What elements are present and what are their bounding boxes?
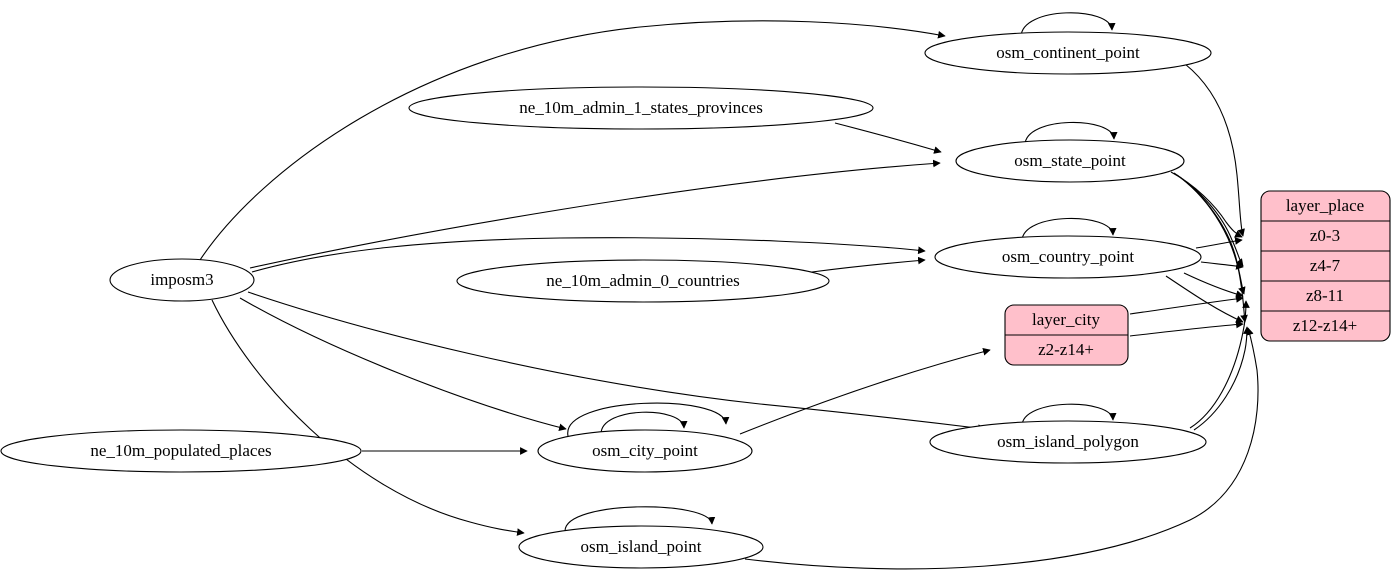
edge-self-loop-osm-country-point [1021, 217, 1117, 242]
node-ne-10m-admin-0-countries[interactable]: ne_10m_admin_0_countries [456, 259, 830, 303]
record-layer: layer_place z0-3 z4-7 z8-11 z12-z14+ lay… [1004, 190, 1391, 366]
node-osm-city-point-label: osm_city_point [592, 441, 698, 460]
node-ne-states-label: ne_10m_admin_1_states_provinces [519, 98, 763, 117]
node-ne-countries-shape[interactable] [456, 259, 830, 303]
edge-osm-country-point-to-layer-place-z0-3 [1195, 237, 1243, 249]
record-layer-city[interactable]: layer_city z2-z14+ [1004, 304, 1129, 366]
node-osm-continent-point[interactable]: osm_continent_point [924, 31, 1212, 75]
edge-imposm3-to-osm-island-polygon [247, 291, 986, 432]
edge-osm-state-point-to-layer-place-z0-3 [1170, 171, 1243, 238]
node-osm-island-polygon[interactable]: osm_island_polygon [929, 420, 1207, 464]
edge-self-loop-osm-state-point [1024, 121, 1118, 146]
record-layer-place-title: layer_place [1286, 196, 1364, 215]
edge-layer-city-to-layer-place-z12-z14 [1129, 320, 1244, 337]
node-osm-continent-point-shape[interactable] [924, 31, 1212, 75]
edge-osm-island-polygon-to-layer-place-z8-11 [1189, 300, 1250, 429]
record-layer-place-row-z4-7[interactable]: z4-7 [1310, 256, 1341, 275]
node-osm-state-point-label: osm_state_point [1014, 151, 1126, 170]
edge-ne-states-to-osm-state-point [834, 122, 942, 154]
node-osm-city-point[interactable]: osm_city_point [537, 429, 753, 473]
edge-osm-country-point-to-layer-place-z4-7 [1200, 261, 1244, 270]
node-osm-island-point[interactable]: osm_island_point [518, 525, 764, 569]
node-osm-country-point-shape[interactable] [934, 235, 1202, 279]
record-layer-place-row-z0-3[interactable]: z0-3 [1310, 226, 1340, 245]
node-osm-country-point[interactable]: osm_country_point [934, 235, 1202, 279]
edge-osm-country-point-to-layer-place-z12-z14 [1165, 275, 1244, 323]
node-imposm3-shape[interactable] [109, 258, 255, 302]
record-layer-place[interactable]: layer_place z0-3 z4-7 z8-11 z12-z14+ [1260, 190, 1391, 342]
edge-self-loop-osm-continent-point [1020, 12, 1116, 38]
edge-self-loop-osm-city-point-inner [600, 411, 688, 435]
edge-osm-country-point-to-layer-place-z8-11 [1183, 272, 1244, 298]
node-osm-island-point-shape[interactable] [518, 525, 764, 569]
node-osm-island-point-label: osm_island_point [581, 537, 702, 556]
record-layer-place-row-z8-11[interactable]: z8-11 [1306, 286, 1344, 305]
node-osm-island-polygon-shape[interactable] [929, 420, 1207, 464]
edge-osm-island-polygon-to-layer-place-z12-z14 [1193, 326, 1251, 431]
node-osm-continent-point-label: osm_continent_point [996, 43, 1140, 62]
node-ne-places-label: ne_10m_populated_places [90, 441, 271, 460]
edge-imposm3-to-osm-continent-point [199, 20, 946, 261]
edge-osm-continent-point-to-layer-place-z0-3 [1184, 63, 1245, 237]
node-osm-island-polygon-label: osm_island_polygon [997, 432, 1139, 451]
record-layer-city-row-z2-z14[interactable]: z2-z14+ [1038, 340, 1094, 359]
edge-osm-state-point-to-layer-place-z4-7 [1173, 172, 1244, 267]
node-ne-countries-label: ne_10m_admin_0_countries [546, 271, 740, 290]
node-osm-country-point-label: osm_country_point [1002, 247, 1134, 266]
edge-imposm3-to-osm-state-point [249, 159, 941, 269]
edge-imposm3-to-osm-city-point [239, 297, 567, 432]
edge-layer-city-to-layer-place-z8-11 [1129, 295, 1244, 315]
node-ne-places-shape[interactable] [0, 429, 362, 473]
node-imposm3[interactable]: imposm3 [109, 258, 255, 302]
node-imposm3-label: imposm3 [150, 270, 213, 289]
record-layer-place-box[interactable] [1260, 190, 1391, 342]
record-layer-place-row-z12-z14[interactable]: z12-z14+ [1293, 316, 1357, 335]
edge-osm-city-point-to-layer-city-z2-z14 [739, 348, 991, 435]
edge-imposm3-to-osm-country-point [251, 237, 926, 273]
node-layer: imposm3 ne_10m_admin_1_states_provinces … [0, 31, 1212, 569]
edge-self-loop-osm-island-point [564, 506, 716, 532]
node-ne-states-shape[interactable] [408, 86, 874, 130]
edge-imposm3-to-osm-island-point [211, 299, 525, 536]
edge-layer [199, 12, 1259, 570]
edge-osm-island-point-to-layer-place-z12-z14 [744, 327, 1259, 570]
record-layer-city-title: layer_city [1032, 310, 1100, 329]
node-osm-state-point-shape[interactable] [955, 139, 1185, 183]
node-osm-state-point[interactable]: osm_state_point [955, 139, 1185, 183]
edge-osm-state-point-to-layer-place-z8-11 [1176, 174, 1246, 295]
edge-self-loop-osm-island-polygon [1021, 403, 1117, 427]
edge-self-loop-osm-city-point-outer [567, 402, 730, 437]
edge-ne-countries-to-osm-country-point [811, 256, 926, 273]
node-osm-city-point-shape[interactable] [537, 429, 753, 473]
node-ne-10m-populated-places[interactable]: ne_10m_populated_places [0, 429, 362, 473]
node-ne-10m-admin-1-states-provinces[interactable]: ne_10m_admin_1_states_provinces [408, 86, 874, 130]
